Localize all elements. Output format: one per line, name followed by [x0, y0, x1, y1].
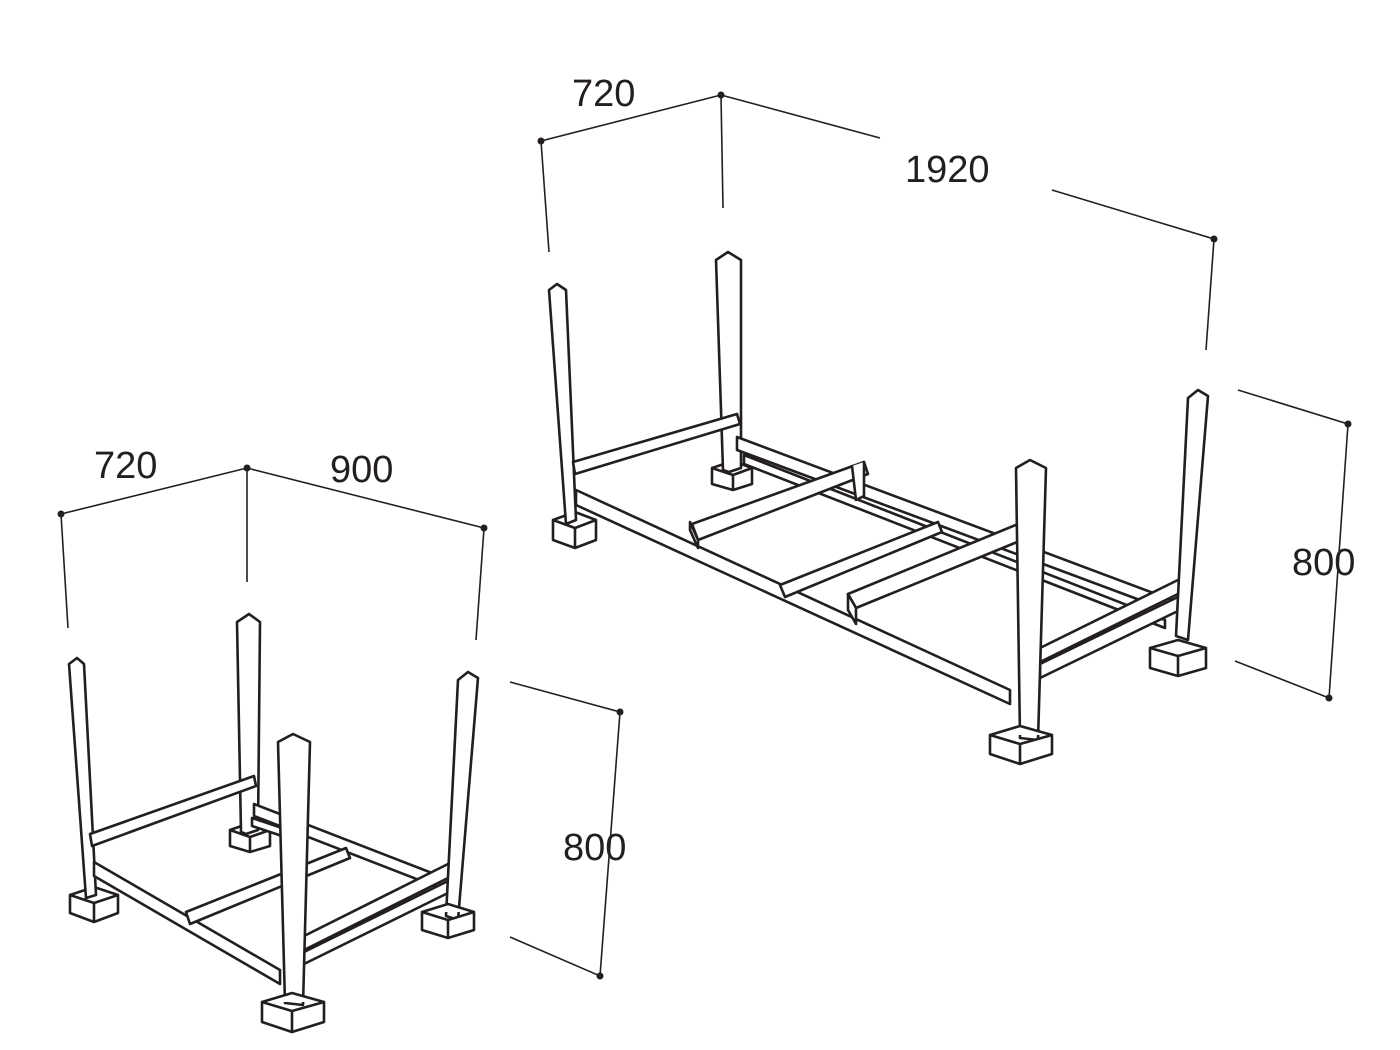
dim-dot: [717, 91, 725, 99]
small-rack-frame: [67, 612, 480, 1034]
large-rack: 720 1920 800: [537, 73, 1355, 766]
large-post-back-left: [547, 282, 578, 526]
small-cross-member-b: [302, 860, 454, 952]
dim-dot: [1210, 235, 1218, 243]
small-base-front-rail: [92, 860, 282, 986]
large-base-front-rail: [574, 488, 1012, 706]
large-rack-dimensions: [537, 91, 1352, 702]
large-length-dimension-line-b: [1051, 189, 1215, 351]
small-height-label: 800: [563, 827, 626, 869]
large-width-dimension-line: [540, 94, 722, 253]
small-post-back-left: [67, 656, 98, 900]
large-post-back-right: [1174, 388, 1210, 642]
small-width-label: 720: [94, 445, 157, 487]
dim-dot: [537, 137, 545, 145]
small-rack: 720 900 800: [57, 445, 626, 1034]
large-height-label: 800: [1292, 542, 1355, 584]
small-cross-member-a: [184, 846, 352, 926]
large-length-label: 1920: [905, 149, 990, 191]
small-height-dimension-line: [509, 681, 621, 978]
large-foot-back-inner: [710, 459, 754, 492]
large-post-front-right: [1014, 458, 1048, 742]
large-back-crossbar: [571, 412, 742, 476]
large-width-label: 720: [572, 73, 635, 115]
large-length-dimension-line-a: [720, 94, 881, 139]
small-width-dimension-line: [60, 467, 248, 629]
small-post-back-right: [444, 670, 480, 922]
large-foot-front-right: [988, 724, 1054, 766]
large-corner-extension: [720, 94, 724, 209]
small-foot-back-right: [420, 902, 476, 940]
large-height-dimension-line: [1234, 389, 1349, 700]
small-rack-dimensions: [57, 464, 624, 980]
small-foot-front: [260, 991, 326, 1034]
dim-dot: [1344, 420, 1352, 428]
dim-dot: [596, 972, 604, 980]
large-foot-back-right: [1148, 638, 1208, 678]
small-post-front: [276, 732, 312, 1007]
large-rack-frame: [547, 250, 1210, 766]
dim-dot: [57, 510, 65, 518]
small-back-crossbar: [88, 774, 258, 848]
dim-dot: [1325, 694, 1333, 702]
dim-dot: [616, 708, 624, 716]
dim-dot: [480, 524, 488, 532]
dim-dot: [243, 464, 251, 472]
large-middle-support: [846, 592, 858, 626]
large-middle-cross-member-b: [688, 460, 866, 550]
small-length-dimension-line: [246, 467, 485, 641]
large-middle-cross-member-c: [778, 520, 944, 599]
small-post-back-inner: [235, 612, 262, 836]
small-length-label: 900: [330, 449, 393, 491]
